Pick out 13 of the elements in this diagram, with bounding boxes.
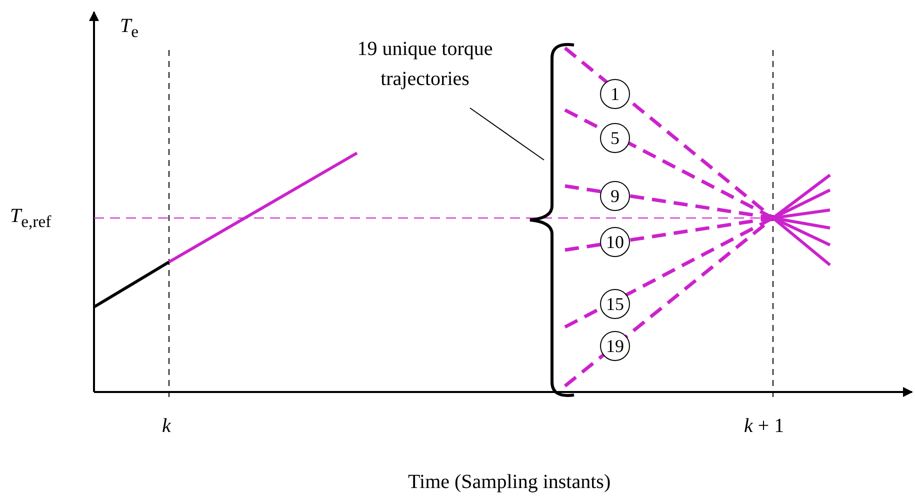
axis-title: Time (Sampling instants) xyxy=(408,470,611,494)
annotation-text: 19 unique torque trajectories xyxy=(325,34,525,104)
callout-number: 9 xyxy=(600,181,630,211)
axis-label: k + 1 xyxy=(744,414,784,438)
leader-line xyxy=(470,108,544,160)
axis-label: k xyxy=(162,414,171,438)
callout-number: 5 xyxy=(600,123,630,153)
callout-number: 19 xyxy=(600,331,630,361)
callout-number: 10 xyxy=(600,227,630,257)
axis-label: T$_{e}$ xyxy=(120,14,139,42)
callout-number: 1 xyxy=(600,79,630,109)
axis-label: T$_{e,ref}$ xyxy=(10,204,52,232)
callout-number: 15 xyxy=(600,289,630,319)
